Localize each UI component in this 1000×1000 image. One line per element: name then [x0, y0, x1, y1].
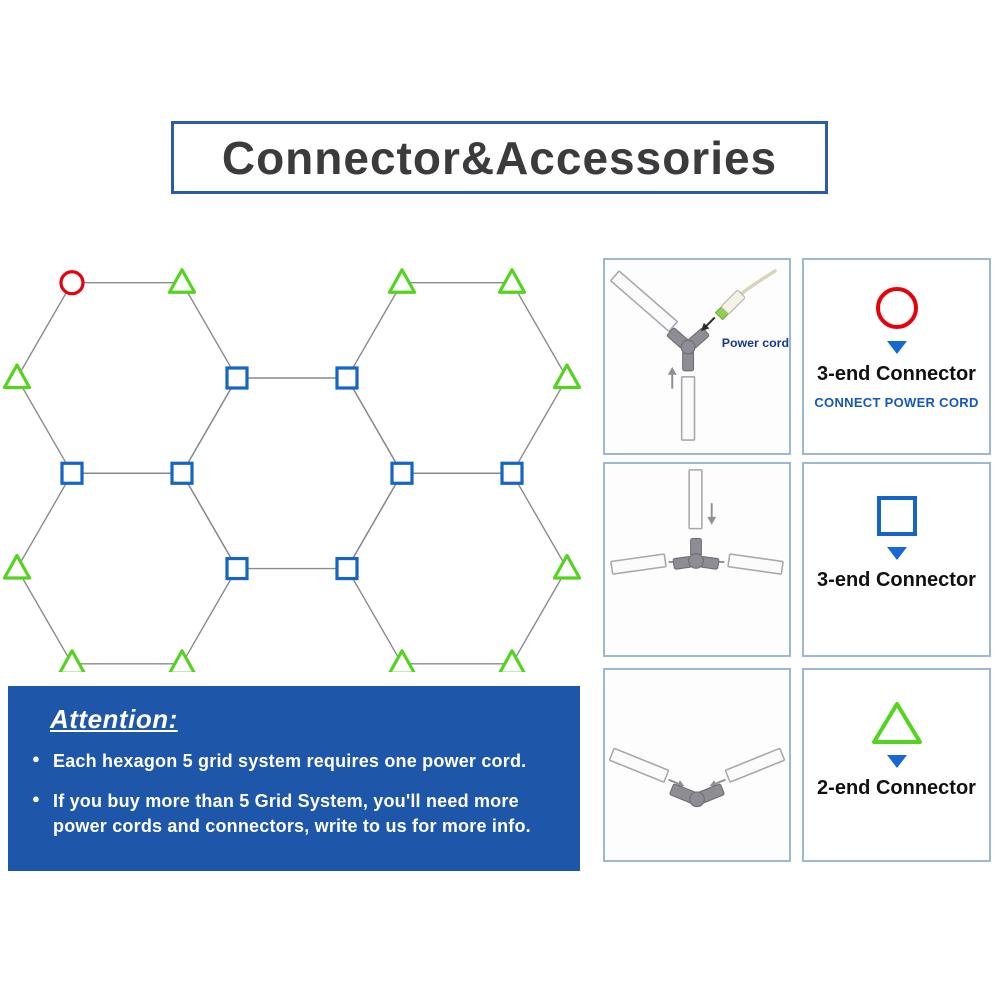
panel-3end-connector-assembly: [603, 462, 791, 657]
hexagon-grid-diagram: [2, 268, 582, 672]
3end-connector-marker: [225, 366, 249, 390]
tube-graphic: [610, 270, 678, 332]
legend-card-2end-connector: 2-end Connector: [802, 668, 991, 862]
attention-item: Each hexagon 5 grid system requires one …: [32, 749, 562, 774]
insert-arrow-icon: [667, 366, 677, 389]
attention-item: If you buy more than 5 Grid System, you'…: [32, 789, 562, 839]
3end-connector-assembly-graphic: [610, 469, 784, 575]
power-cord-graphic: [700, 269, 777, 332]
y-connector-graphic: [672, 537, 720, 570]
power-cord-connection-graphic: Power cord: [610, 269, 789, 441]
tube-graphic: [608, 747, 670, 783]
2end-connector-marker: [498, 649, 526, 672]
2end-connector-marker: [2, 363, 32, 390]
tube-graphic: [688, 469, 703, 530]
blue-square-icon: [876, 496, 917, 536]
2end-connector-marker: [2, 553, 32, 580]
tube-graphic: [610, 553, 667, 575]
down-arrow-icon: [886, 341, 907, 354]
panel-power-cord-connection: Power cord: [603, 258, 791, 455]
2end-connector-assembly-graphic: [608, 747, 786, 808]
page-title: Connector&Accessories: [221, 131, 778, 184]
down-arrow-icon: [886, 755, 907, 768]
v-connector-graphic: [669, 783, 725, 808]
3end-connector-marker: [500, 461, 524, 485]
3end-connector-marker: [390, 461, 414, 485]
green-triangle-icon: [871, 702, 922, 744]
2end-connector-marker: [387, 268, 417, 294]
panel-2end-connector-assembly: [603, 668, 791, 862]
attention-heading: Attention:: [50, 704, 178, 734]
connector-label: 3-end Connector: [817, 569, 976, 591]
connector-label: 2-end Connector: [817, 777, 976, 799]
tube-graphic: [724, 747, 786, 783]
3end-connector-marker: [170, 461, 194, 485]
3end-connector-marker: [335, 556, 359, 581]
tube-graphic: [680, 375, 696, 441]
y-connector-graphic: [666, 327, 710, 372]
legend-card-3end-connector: 3-end Connector: [802, 462, 991, 657]
2end-connector-marker: [388, 649, 416, 672]
power-cord-label: Power cord: [722, 336, 789, 350]
down-arrow-graphic: [707, 503, 717, 525]
2end-connector-marker: [168, 649, 196, 672]
connector-sublabel: CONNECT POWER CORD: [814, 395, 979, 410]
power-cord-connector-marker: [59, 270, 85, 296]
2end-connector-marker: [497, 268, 527, 294]
3end-connector-marker: [60, 461, 84, 485]
tube-graphic: [727, 553, 784, 575]
red-circle-icon: [875, 287, 918, 329]
title-banner: Connector&Accessories: [171, 121, 828, 194]
connector-label: 3-end Connector: [817, 363, 976, 385]
2end-connector-marker: [552, 363, 582, 390]
legend-card-power-connector: 3-end Connector CONNECT POWER CORD: [802, 258, 991, 455]
attention-box: Attention: Each hexagon 5 grid system re…: [8, 686, 580, 871]
down-arrow-icon: [886, 547, 907, 560]
attention-list: Each hexagon 5 grid system requires one …: [32, 749, 562, 840]
3end-connector-marker: [225, 556, 249, 581]
2end-connector-marker: [167, 268, 197, 294]
2end-connector-marker: [58, 649, 86, 672]
3end-connector-marker: [335, 366, 359, 390]
2end-connector-marker: [552, 553, 582, 580]
